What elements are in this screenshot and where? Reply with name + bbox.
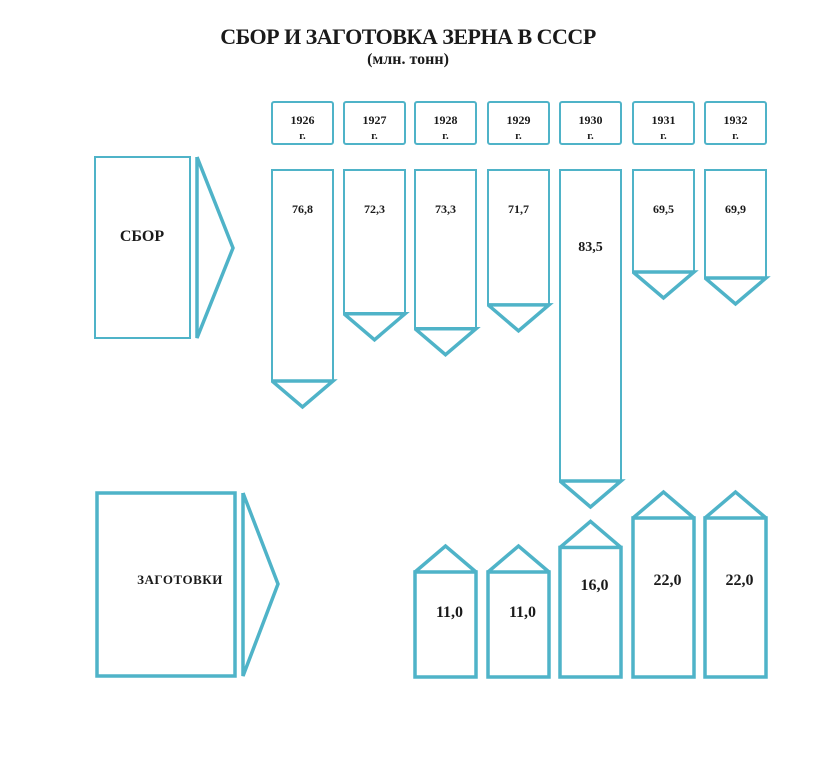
procurement-bar-1931: 22,0 bbox=[631, 489, 696, 679]
year-label: 1930 bbox=[579, 113, 603, 127]
harvest-bars: 76,8 72,3 73,3 71,7 83,5 69,5 69,9 bbox=[270, 169, 771, 510]
procurement-value-label: 11,0 bbox=[509, 604, 536, 621]
procurement-arrow-icon bbox=[241, 492, 280, 677]
year-header-box bbox=[559, 101, 622, 145]
harvest-bar-1932: 69,9 bbox=[703, 169, 771, 307]
procurement-bar bbox=[703, 516, 768, 679]
procurement-value-label: 22,0 bbox=[726, 572, 754, 589]
year-headers: 1926г.1927г.1928г.1929г.1930г.1931г.1932… bbox=[271, 101, 767, 145]
year-suffix: г. bbox=[732, 130, 739, 142]
harvest-bar-1929: 71,7 bbox=[486, 169, 554, 334]
harvest-value-label: 71,7 bbox=[508, 202, 529, 216]
down-arrow-icon bbox=[270, 379, 338, 410]
year-header-box bbox=[632, 101, 695, 145]
procurement-bars: 11,0 11,0 16,0 22,0 22,0 bbox=[413, 489, 768, 679]
year-header-1932: 1932 г. bbox=[704, 101, 767, 145]
year-suffix: г. bbox=[515, 130, 522, 142]
procurement-label-box bbox=[95, 491, 237, 678]
harvest-value-label: 69,5 bbox=[653, 202, 674, 216]
harvest-value-label: 73,3 bbox=[435, 202, 456, 216]
procurement-bar bbox=[486, 570, 551, 679]
up-arrow-icon bbox=[703, 489, 768, 520]
down-arrow-icon bbox=[631, 270, 699, 301]
year-suffix: г. bbox=[587, 130, 594, 142]
procurement-bar bbox=[413, 570, 478, 679]
harvest-bar bbox=[414, 169, 477, 330]
down-arrow-icon bbox=[486, 303, 554, 334]
year-header-box bbox=[414, 101, 477, 145]
up-arrow-icon bbox=[486, 543, 551, 574]
up-arrow-icon bbox=[631, 489, 696, 520]
harvest-value-label: 83,5 bbox=[578, 240, 603, 255]
year-header-1926: 1926 г. bbox=[271, 101, 334, 145]
harvest-bar-1926: 76,8 bbox=[270, 169, 338, 410]
harvest-bar-1928: 73,3 bbox=[413, 169, 481, 358]
year-label: 1927 bbox=[363, 113, 387, 127]
harvest-label-box bbox=[94, 156, 191, 339]
down-arrow-icon bbox=[413, 326, 481, 358]
harvest-bar-1930: 83,5 bbox=[558, 169, 626, 510]
year-header-box bbox=[487, 101, 550, 145]
up-arrow-icon bbox=[558, 519, 623, 549]
harvest-value-label: 72,3 bbox=[364, 202, 385, 216]
year-label: 1932 bbox=[724, 113, 748, 127]
harvest-bar bbox=[271, 169, 334, 382]
year-header-1931: 1931 г. bbox=[632, 101, 695, 145]
year-header-1928: 1928 г. bbox=[414, 101, 477, 145]
procurement-bar-1930: 16,0 bbox=[558, 519, 623, 679]
harvest-label: СБОР bbox=[120, 228, 164, 245]
year-header-1930: 1930 г. bbox=[559, 101, 622, 145]
procurement-value-label: 11,0 bbox=[436, 604, 463, 621]
harvest-bar bbox=[487, 169, 550, 306]
procurement-label: ЗАГОТОВКИ bbox=[137, 572, 223, 587]
harvest-bar-1931: 69,5 bbox=[631, 169, 699, 301]
year-label: 1926 bbox=[291, 113, 315, 127]
procurement-row-label-block: ЗАГОТОВКИ bbox=[95, 491, 280, 678]
year-suffix: г. bbox=[299, 130, 306, 142]
chart-title: СБОР И ЗАГОТОВКА ЗЕРНА В СССР bbox=[220, 24, 596, 49]
year-header-box bbox=[271, 101, 334, 145]
year-header-1927: 1927 г. bbox=[343, 101, 406, 145]
harvest-arrow-icon bbox=[195, 156, 235, 339]
harvest-bar-1927: 72,3 bbox=[342, 169, 410, 343]
year-header-1929: 1929 г. bbox=[487, 101, 550, 145]
down-arrow-icon bbox=[703, 276, 771, 307]
harvest-row-label-block: СБОР bbox=[94, 156, 235, 339]
year-header-box bbox=[704, 101, 767, 145]
harvest-value-label: 76,8 bbox=[292, 202, 313, 216]
procurement-bar-1932: 22,0 bbox=[703, 489, 768, 679]
year-label: 1928 bbox=[434, 113, 458, 127]
harvest-bar bbox=[559, 169, 622, 482]
procurement-bar bbox=[631, 516, 696, 679]
harvest-bar bbox=[632, 169, 695, 273]
down-arrow-icon bbox=[342, 312, 410, 343]
chart-subtitle: (млн. тонн) bbox=[367, 51, 449, 68]
harvest-value-label: 69,9 bbox=[725, 202, 746, 216]
harvest-bar bbox=[704, 169, 767, 279]
year-header-box bbox=[343, 101, 406, 145]
procurement-bar-1928: 11,0 bbox=[413, 543, 478, 679]
procurement-value-label: 22,0 bbox=[654, 572, 682, 589]
year-label: 1931 bbox=[652, 113, 676, 127]
year-suffix: г. bbox=[442, 130, 449, 142]
year-suffix: г. bbox=[371, 130, 378, 142]
up-arrow-icon bbox=[413, 543, 478, 574]
procurement-bar bbox=[558, 545, 623, 679]
procurement-value-label: 16,0 bbox=[581, 577, 609, 594]
harvest-bar bbox=[343, 169, 406, 315]
down-arrow-icon bbox=[558, 479, 626, 510]
year-suffix: г. bbox=[660, 130, 667, 142]
year-label: 1929 bbox=[507, 113, 531, 127]
procurement-bar-1929: 11,0 bbox=[486, 543, 551, 679]
